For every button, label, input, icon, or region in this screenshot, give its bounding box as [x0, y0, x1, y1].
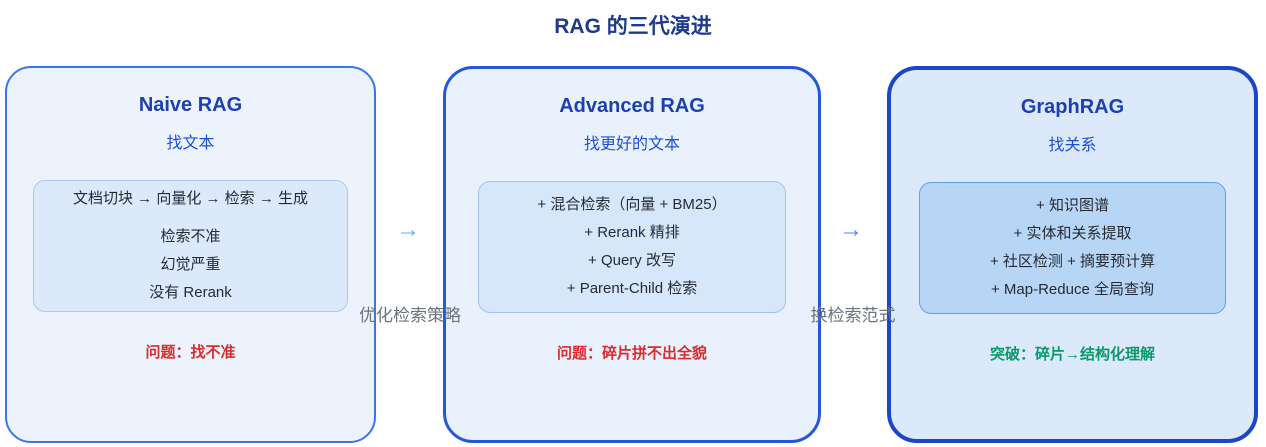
transition-label: 优化检索策略: [359, 306, 461, 325]
detail-line: + Rerank 精排: [584, 224, 680, 241]
stage-card-advanced-rag: Advanced RAG 找更好的文本 + 混合检索（向量 + BM25） + …: [443, 66, 821, 443]
stage-title: Naive RAG: [138, 94, 243, 116]
stage-subtitle: 找关系: [1048, 137, 1097, 154]
stage-title: GraphRAG: [1020, 96, 1125, 118]
detail-line: + 实体和关系提取: [1013, 225, 1132, 242]
stage-detail-box: 文档切块 → 向量化 → 检索 → 生成 检索不准 幻觉严重 没有 Rerank: [33, 180, 348, 312]
stage-detail-box: + 混合检索（向量 + BM25） + Rerank 精排 + Query 改写…: [478, 181, 786, 313]
detail-line: + Parent-Child 检索: [566, 280, 698, 297]
stage-note: 问题：找不准: [145, 344, 236, 361]
stage-card-naive-rag: Naive RAG 找文本 文档切块 → 向量化 → 检索 → 生成 检索不准 …: [5, 66, 376, 443]
detail-line: 检索不准: [160, 228, 221, 245]
stage-title: Advanced RAG: [559, 95, 705, 117]
stage-detail-box: + 知识图谱 + 实体和关系提取 + 社区检测 + 摘要预计算 + Map-Re…: [919, 182, 1226, 314]
detail-line: + 社区检测 + 摘要预计算: [989, 253, 1156, 270]
detail-line: 文档切块 → 向量化 → 检索 → 生成: [72, 190, 308, 207]
detail-line: + Query 改写: [588, 252, 676, 269]
detail-line: + 混合检索（向量 + BM25）: [537, 196, 727, 213]
transition-label: 换检索范式: [810, 306, 896, 325]
diagram-title: RAG 的三代演进: [554, 15, 712, 38]
arrow-right-icon: →: [396, 216, 420, 243]
stage-subtitle: 找文本: [166, 135, 215, 152]
detail-line: + 知识图谱: [1036, 197, 1109, 214]
detail-line: 幻觉严重: [160, 256, 221, 273]
stage-subtitle: 找更好的文本: [583, 136, 680, 153]
stage-note: 突破：碎片→结构化理解: [989, 346, 1155, 363]
stage-card-graphrag: GraphRAG 找关系 + 知识图谱 + 实体和关系提取 + 社区检测 + 摘…: [887, 66, 1258, 443]
detail-line: + Map-Reduce 全局查询: [991, 281, 1154, 298]
stage-note: 问题：碎片拼不出全貌: [556, 345, 707, 362]
arrow-right-icon: →: [839, 216, 863, 243]
detail-line: 没有 Rerank: [149, 284, 232, 301]
